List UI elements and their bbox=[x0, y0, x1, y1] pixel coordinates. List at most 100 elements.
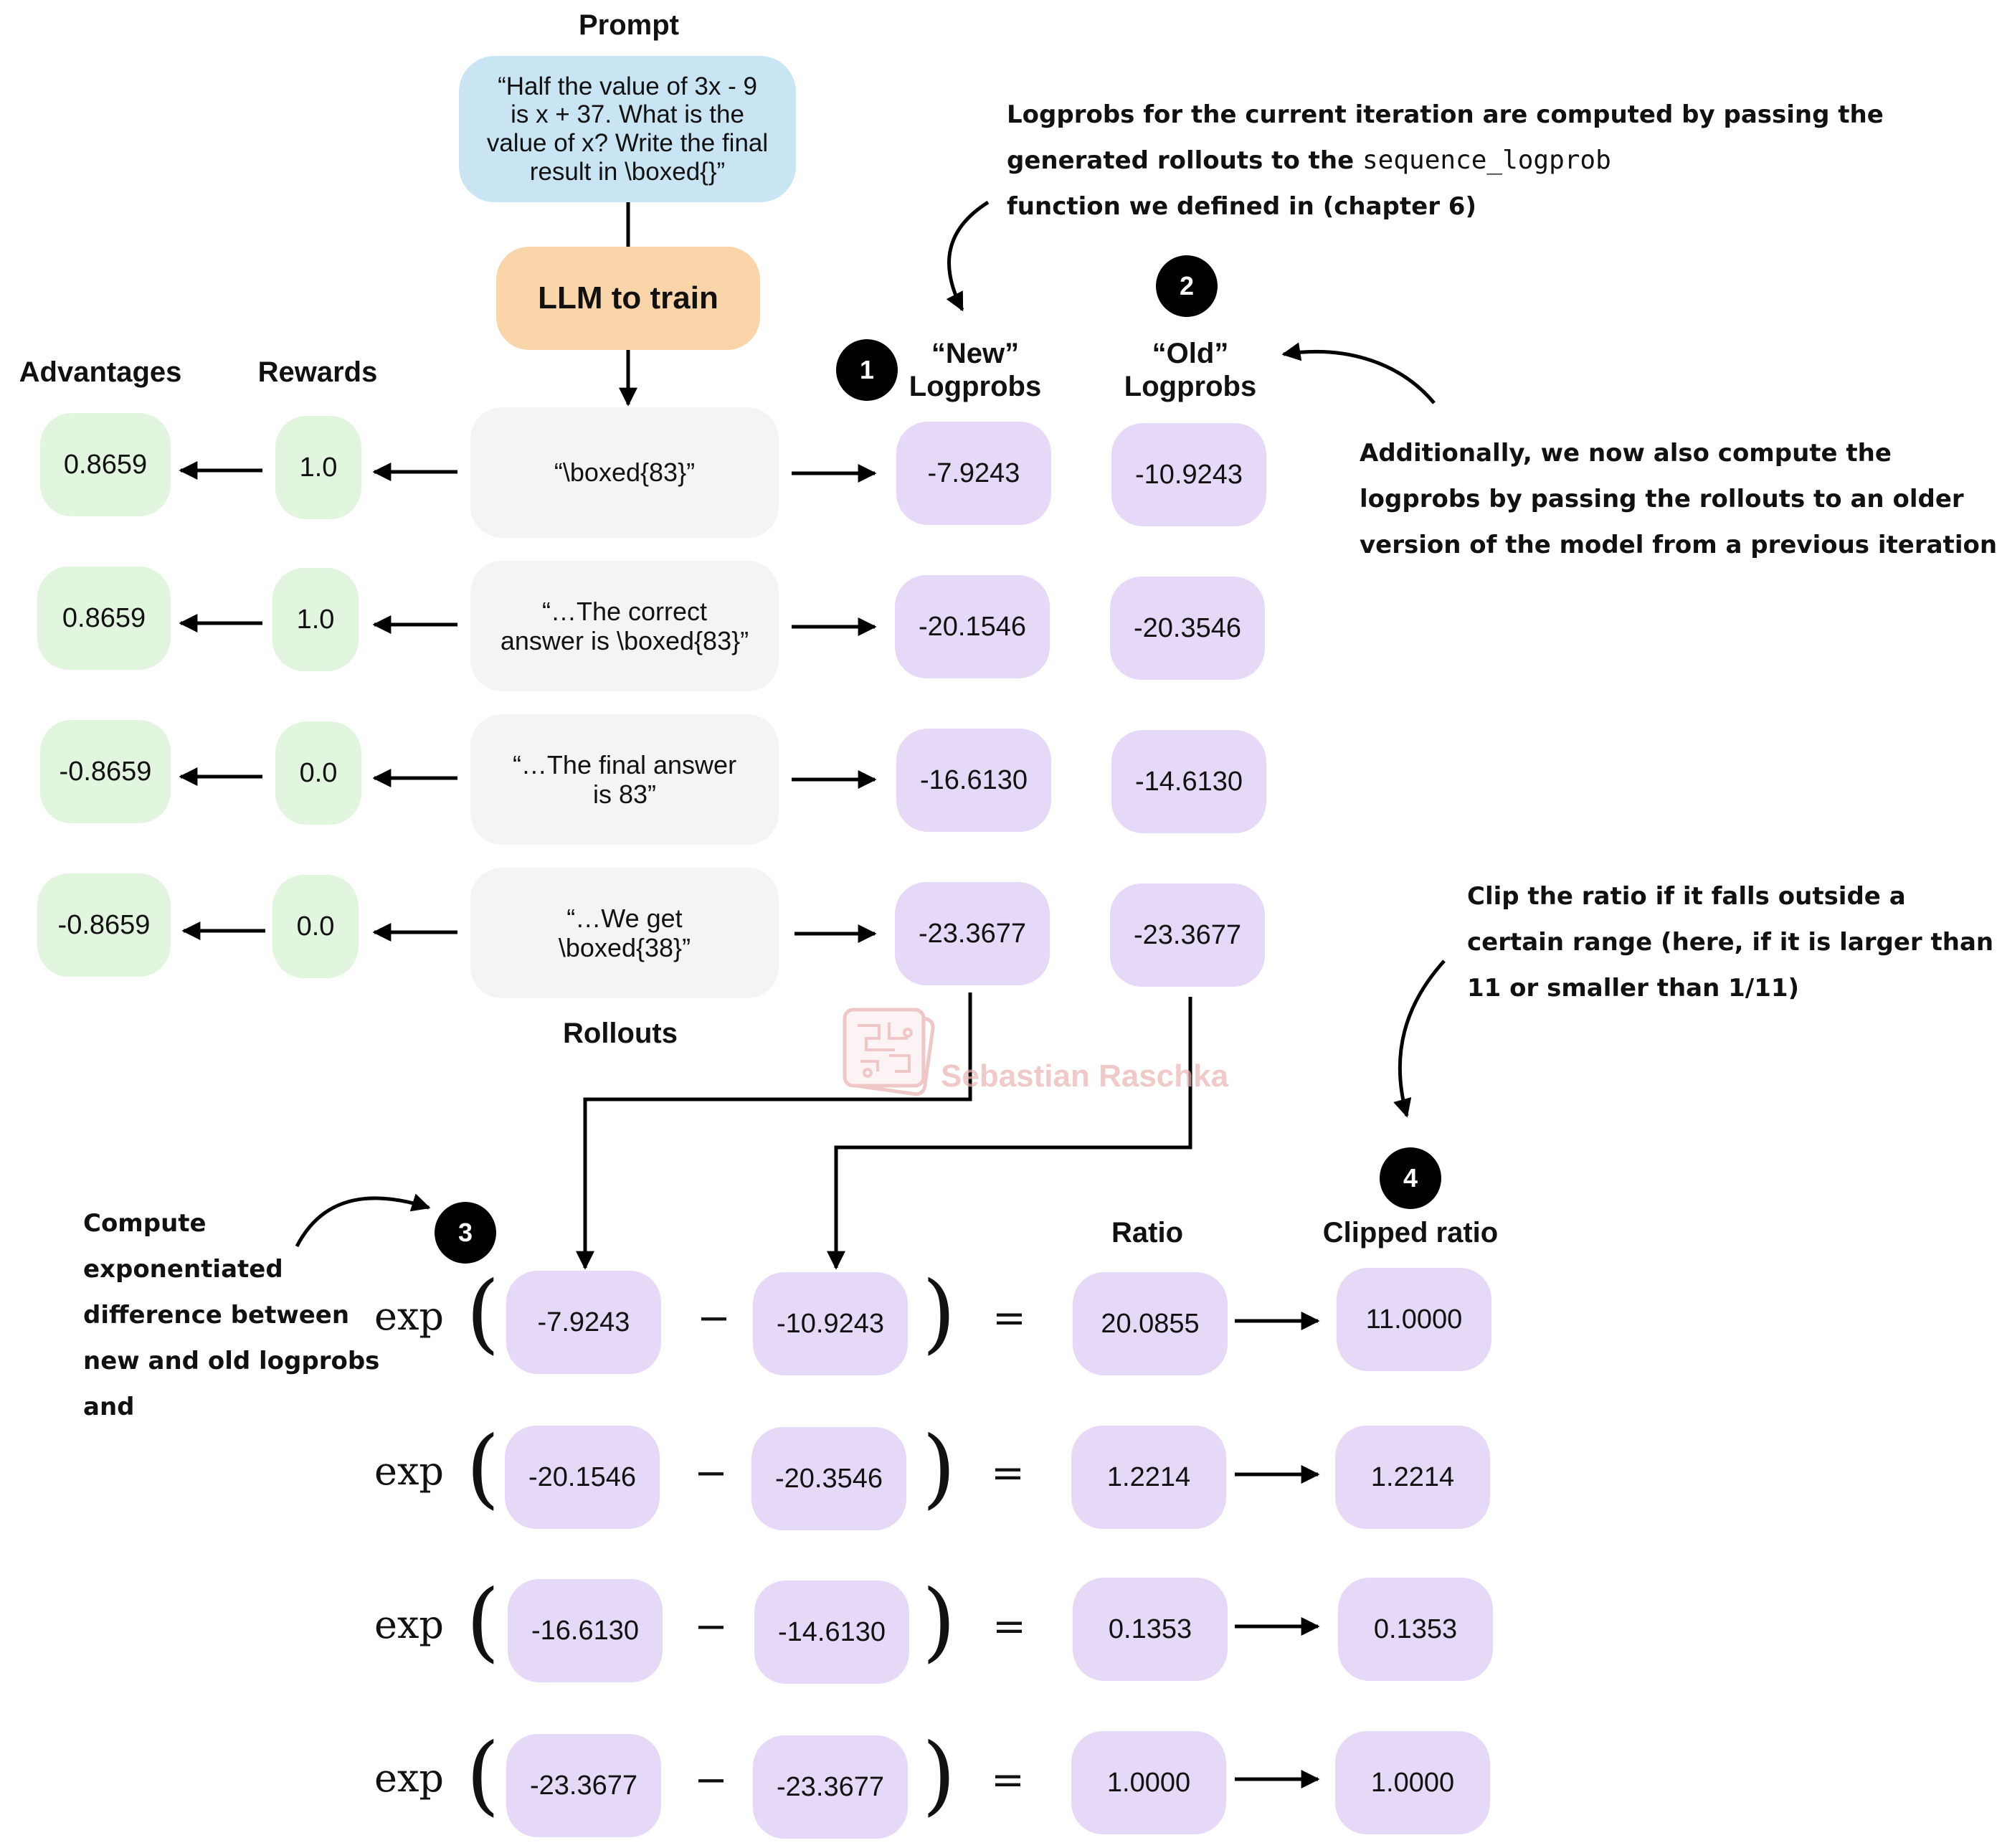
equals-sign: = bbox=[991, 1757, 1025, 1804]
open-paren: ( bbox=[466, 1418, 500, 1518]
callout-arrow-old-logprobs bbox=[1281, 342, 1436, 404]
step-1-badge: 1 bbox=[836, 339, 898, 401]
minus-sign: − bbox=[694, 1450, 728, 1497]
new-logprob-route-line bbox=[576, 992, 972, 1270]
note-line: logprobs by passing the rollouts to an o… bbox=[1360, 485, 1964, 513]
rollout-text-line: “…The final answer bbox=[512, 749, 737, 780]
ratio-header: Ratio bbox=[1111, 1217, 1183, 1248]
old-logprob-value: -14.6130 bbox=[1111, 730, 1266, 833]
equals-sign: = bbox=[991, 1450, 1025, 1497]
rollout-box: “…We get \boxed{38}” bbox=[470, 868, 779, 998]
old-logprob-value: -10.9243 bbox=[1111, 423, 1266, 526]
reward-value: 1.0 bbox=[272, 568, 359, 671]
note-line: Clip the ratio if it falls outside a bbox=[1467, 882, 1906, 911]
exp-label: exp bbox=[374, 1602, 444, 1647]
callout-arrow-new-logprobs bbox=[946, 200, 990, 312]
note-line: 11 or smaller than 1/11) bbox=[1467, 974, 1800, 1003]
step-3-badge: 3 bbox=[435, 1202, 496, 1264]
note-line: version of the model from a previous ite… bbox=[1360, 531, 1997, 559]
prompt-text-line: “Half the value of 3x - 9 bbox=[498, 72, 757, 100]
function-name: sequence_logprob bbox=[1362, 146, 1611, 175]
prompt-text-line: result in \boxed{}” bbox=[529, 157, 726, 186]
advantage-value: -0.8659 bbox=[40, 720, 171, 823]
close-paren: ) bbox=[922, 1572, 956, 1672]
watermark-logo-icon bbox=[843, 1008, 935, 1096]
clipped-ratio-value: 1.2214 bbox=[1335, 1426, 1490, 1529]
old-logprob-value: -20.3546 bbox=[1110, 577, 1265, 680]
new-logprobs-note: Logprobs for the current iteration are c… bbox=[1007, 92, 1884, 229]
new-logprob-value: -23.3677 bbox=[895, 882, 1050, 985]
old-logprobs-header: “Old” Logprobs bbox=[1124, 338, 1257, 402]
exp-label: exp bbox=[374, 1755, 444, 1801]
equation-old-value: -10.9243 bbox=[753, 1272, 908, 1375]
rollout-text-line: answer is \boxed{83}” bbox=[500, 626, 749, 655]
reward-value: 0.0 bbox=[272, 875, 359, 978]
equals-sign: = bbox=[992, 1295, 1026, 1342]
clipped-ratio-header: Clipped ratio bbox=[1322, 1217, 1499, 1248]
rollouts-header: Rollouts bbox=[563, 1018, 678, 1049]
rollout-box: “…The final answer is 83” bbox=[470, 714, 779, 845]
note-line: new and old logprobs bbox=[83, 1347, 380, 1375]
step-4-badge: 4 bbox=[1380, 1147, 1441, 1209]
equation-new-value: -7.9243 bbox=[506, 1271, 661, 1374]
rollout-box: “\boxed{83}” bbox=[470, 407, 779, 538]
rollout-text-line: “\boxed{83}” bbox=[554, 458, 696, 488]
ratio-value: 0.1353 bbox=[1073, 1578, 1228, 1681]
clipped-ratio-value: 0.1353 bbox=[1338, 1578, 1493, 1681]
advantages-header: Advantages bbox=[19, 356, 182, 388]
prompt-text-line: value of x? Write the final bbox=[486, 129, 769, 157]
equation-old-value: -14.6130 bbox=[754, 1581, 909, 1684]
rollout-box: “…The correct answer is \boxed{83}” bbox=[470, 561, 779, 691]
exp-label: exp bbox=[374, 1449, 444, 1494]
llm-box: LLM to train bbox=[496, 247, 760, 350]
minus-sign: − bbox=[694, 1757, 728, 1804]
ratio-value: 20.0855 bbox=[1073, 1272, 1228, 1375]
ratio-value: 1.0000 bbox=[1071, 1731, 1226, 1834]
note-line: and bbox=[83, 1393, 135, 1421]
new-logprob-value: -20.1546 bbox=[895, 575, 1050, 678]
advantage-value: 0.8659 bbox=[37, 567, 171, 670]
note-line: exponentiated bbox=[83, 1255, 283, 1284]
advantage-value: 0.8659 bbox=[40, 413, 171, 516]
exp-note: Compute exponentiated difference between… bbox=[83, 1200, 379, 1430]
rollout-text-line: “…The correct bbox=[541, 596, 708, 626]
note-line: function we defined in (chapter 6) bbox=[1007, 192, 1476, 221]
close-paren: ) bbox=[922, 1725, 956, 1825]
rollout-text-line: \boxed{38}” bbox=[558, 933, 691, 962]
equation-new-value: -20.1546 bbox=[505, 1426, 660, 1529]
note-line: difference between bbox=[83, 1301, 350, 1330]
prompt-text-line: is x + 37. What is the bbox=[511, 100, 744, 129]
step-2-badge: 2 bbox=[1156, 255, 1218, 317]
new-logprob-value: -7.9243 bbox=[896, 422, 1051, 525]
clipped-ratio-value: 1.0000 bbox=[1335, 1731, 1490, 1834]
old-logprobs-note: Additionally, we now also compute the lo… bbox=[1360, 430, 1997, 568]
equation-old-value: -20.3546 bbox=[751, 1427, 906, 1530]
equation-new-value: -16.6130 bbox=[508, 1579, 663, 1682]
grpo-ratio-diagram: Prompt “Half the value of 3x - 9 is x + … bbox=[19, 9, 1997, 1839]
rollout-text-line: “…We get bbox=[566, 903, 683, 933]
callout-arrow-clip bbox=[1393, 959, 1446, 1118]
advantage-value: -0.8659 bbox=[37, 873, 171, 977]
note-text: generated rollouts to the bbox=[1007, 146, 1362, 175]
note-line: Logprobs for the current iteration are c… bbox=[1007, 100, 1884, 129]
clip-note: Clip the ratio if it falls outside a cer… bbox=[1467, 873, 1993, 1011]
equation-old-value: -23.3677 bbox=[753, 1735, 908, 1839]
close-paren: ) bbox=[922, 1264, 956, 1363]
clipped-ratio-value: 11.0000 bbox=[1337, 1268, 1491, 1371]
equals-sign: = bbox=[992, 1603, 1026, 1650]
old-logprob-route-line bbox=[827, 997, 1192, 1270]
connector-lines bbox=[179, 200, 1446, 1788]
callout-arrow-exp bbox=[295, 1193, 431, 1248]
new-logprobs-header: “New” Logprobs bbox=[909, 338, 1042, 402]
open-paren: ( bbox=[466, 1725, 500, 1825]
watermark-text: Sebastian Raschka bbox=[941, 1058, 1229, 1094]
close-paren: ) bbox=[922, 1418, 956, 1518]
note-line: Additionally, we now also compute the bbox=[1360, 439, 1892, 468]
prompt-box: “Half the value of 3x - 9 is x + 37. Wha… bbox=[459, 56, 796, 202]
note-line: certain range (here, if it is larger tha… bbox=[1467, 928, 1994, 957]
open-paren: ( bbox=[466, 1264, 500, 1363]
rollout-text-line: is 83” bbox=[592, 780, 657, 809]
note-line: generated rollouts to the sequence_logpr… bbox=[1007, 138, 1884, 184]
reward-value: 0.0 bbox=[275, 721, 361, 825]
old-logprob-value: -23.3677 bbox=[1110, 883, 1265, 987]
